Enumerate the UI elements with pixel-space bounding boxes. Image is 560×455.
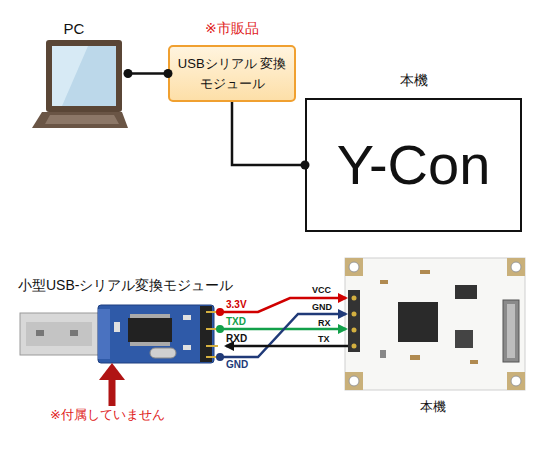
connector-line bbox=[232, 102, 305, 165]
pin bbox=[206, 345, 218, 347]
pin-label: VCC bbox=[312, 285, 331, 295]
laptop-keyboard bbox=[45, 115, 119, 124]
pin-header bbox=[200, 306, 212, 362]
usb-plug-inner bbox=[26, 322, 92, 346]
board-chip bbox=[455, 285, 477, 299]
component bbox=[410, 355, 420, 360]
node-text: USBシリアル 変換モジュール bbox=[176, 54, 288, 94]
component bbox=[114, 322, 120, 332]
node-text: 本機 bbox=[307, 72, 520, 90]
wire-dot bbox=[216, 308, 224, 316]
board-connector bbox=[503, 300, 519, 362]
chip-legs bbox=[130, 314, 170, 318]
mount-hole bbox=[349, 376, 359, 386]
pin bbox=[352, 344, 357, 349]
connector-dot bbox=[301, 161, 310, 170]
mount-hole bbox=[511, 376, 521, 386]
note-text: ※市販品 bbox=[205, 20, 259, 36]
board-connector-slot bbox=[507, 304, 515, 358]
pin-label: RX bbox=[318, 318, 331, 328]
connector-dot bbox=[164, 69, 173, 78]
usb-plug bbox=[20, 313, 100, 355]
connector-line bbox=[128, 72, 168, 75]
mount-pad bbox=[345, 372, 363, 390]
component bbox=[380, 350, 386, 358]
pin bbox=[352, 328, 357, 333]
node-text: PC bbox=[20, 20, 128, 37]
connector-dot bbox=[124, 69, 133, 78]
wire-rxd bbox=[226, 345, 348, 348]
screen-gleam bbox=[52, 46, 88, 106]
pin-label: GND bbox=[226, 359, 248, 371]
board-chip bbox=[455, 330, 473, 348]
mount-hole bbox=[511, 262, 521, 272]
pin bbox=[352, 312, 357, 317]
crystal bbox=[150, 348, 176, 358]
pointer-arrow-shaft bbox=[109, 376, 116, 406]
component bbox=[183, 345, 191, 350]
component bbox=[420, 270, 430, 274]
computer-node: PC bbox=[20, 18, 128, 130]
component bbox=[470, 360, 478, 364]
mount-hole bbox=[349, 262, 359, 272]
pin-label: RXD bbox=[226, 333, 247, 345]
component bbox=[183, 315, 191, 320]
wire-vcc bbox=[220, 298, 346, 312]
pin-header bbox=[348, 290, 360, 352]
pin-label: TX bbox=[318, 334, 330, 344]
module-pcb bbox=[98, 305, 214, 363]
module-collar bbox=[98, 309, 110, 359]
component bbox=[380, 280, 388, 284]
module-box: USBシリアル 変換モジュール bbox=[168, 45, 296, 102]
chip-legs bbox=[130, 342, 170, 346]
pin-label: TXD bbox=[226, 316, 246, 328]
usb-plug-hole bbox=[36, 330, 44, 336]
laptop-screen bbox=[52, 46, 116, 106]
mount-pad bbox=[507, 258, 525, 276]
board-pcb bbox=[345, 258, 525, 390]
usb-plug-hole bbox=[70, 330, 78, 336]
mount-pad bbox=[507, 372, 525, 390]
module-chip bbox=[128, 318, 172, 342]
pin-label: 3.3V bbox=[226, 299, 247, 311]
pointer-arrow-head bbox=[99, 363, 125, 380]
device-box: 本機Y-Con bbox=[305, 98, 522, 232]
laptop-base bbox=[32, 112, 128, 128]
board-chip bbox=[398, 302, 438, 342]
part-name: 本機 bbox=[420, 400, 446, 415]
wire-dot bbox=[216, 325, 224, 333]
wire-dot bbox=[216, 353, 224, 361]
pin-label: GND bbox=[312, 302, 332, 312]
wire-gnd bbox=[220, 314, 346, 357]
laptop-lid bbox=[46, 40, 122, 112]
pin bbox=[352, 296, 357, 301]
node-text: Y-Con bbox=[337, 137, 491, 193]
note-text: ※付属していません bbox=[50, 408, 165, 423]
mount-pad bbox=[345, 258, 363, 276]
part-name: 小型USB-シリアル変換モジュール bbox=[18, 277, 233, 293]
